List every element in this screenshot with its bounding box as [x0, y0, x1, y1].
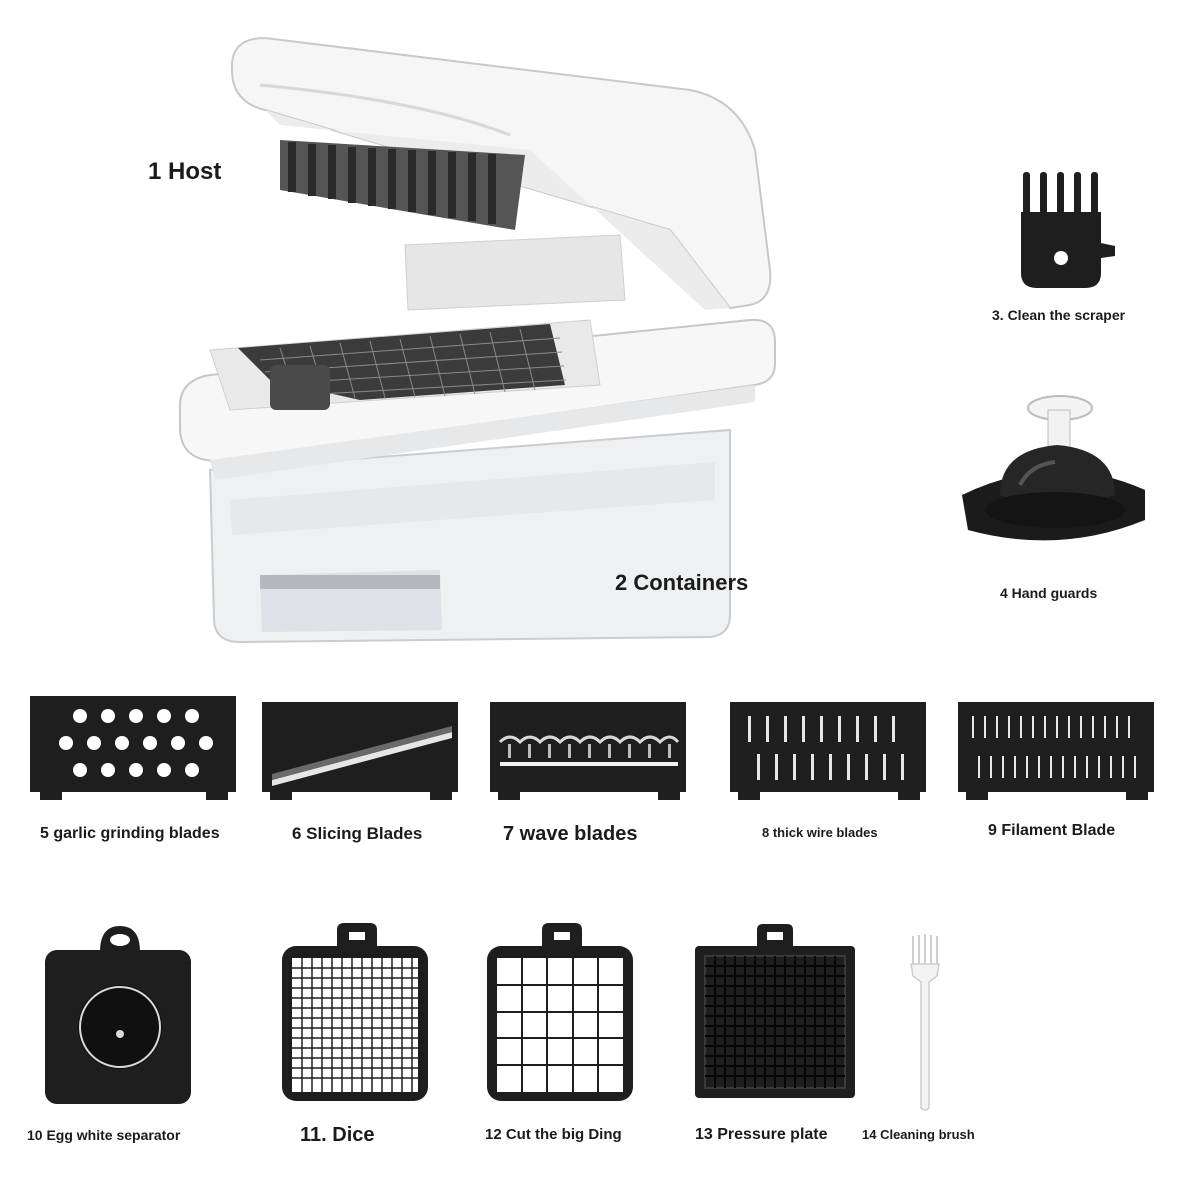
- chopper-host-image: [170, 30, 790, 650]
- scraper-image: [1015, 168, 1120, 293]
- garlic-blade-image: [30, 696, 240, 802]
- egg-label: 10 Egg white separator: [27, 1127, 181, 1143]
- egg-separator-image: [45, 922, 195, 1107]
- filament-blade-image: [958, 702, 1158, 802]
- scraper-label: 3. Clean the scraper: [992, 307, 1126, 323]
- filament-label: 9 Filament Blade: [988, 822, 1116, 839]
- big-ding-label: 12 Cut the big Ding: [485, 1126, 622, 1143]
- wave-blade-image: [490, 702, 690, 802]
- brush-label: 14 Cleaning brush: [862, 1127, 975, 1142]
- dice-grid-image: [282, 920, 432, 1105]
- pressure-plate-image: [695, 922, 860, 1102]
- hand-guards-label: 4 Hand guards: [1000, 585, 1098, 601]
- hand-guard-image: [960, 390, 1150, 565]
- big-ding-grid-image: [487, 920, 637, 1105]
- slicing-label: 6 Slicing Blades: [292, 824, 423, 843]
- host-label: 1 Host: [148, 158, 222, 185]
- slicing-blade-image: [262, 702, 462, 802]
- dice-label: 11. Dice: [300, 1124, 375, 1146]
- pressure-label: 13 Pressure plate: [695, 1126, 828, 1143]
- garlic-label: 5 garlic grinding blades: [40, 825, 220, 842]
- containers-label: 2 Containers: [615, 570, 749, 595]
- thick-wire-blade-image: [730, 702, 930, 802]
- wave-label: 7 wave blades: [503, 823, 638, 845]
- thick-wire-label: 8 thick wire blades: [762, 825, 878, 840]
- cleaning-brush-image: [905, 932, 945, 1112]
